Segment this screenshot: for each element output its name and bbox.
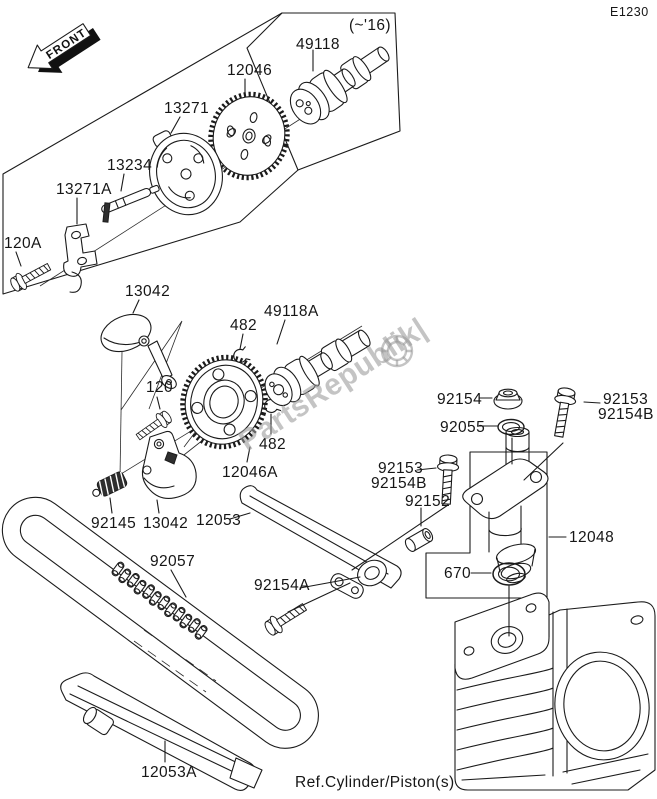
part-label-92154A: 92154A [254,577,310,594]
part-label-92153-right: 92153 [603,391,648,408]
part-label-13271: 13271 [164,100,209,117]
part-label-92153-left: 92153 [378,460,423,477]
part-label-49118: 49118 [296,36,340,53]
front-arrow: FRONT [27,23,101,73]
part-label-482-upper: 482 [230,317,257,334]
cylinder-reference-drawing [454,592,656,791]
part-label-92154: 92154 [437,391,482,408]
variant-note-label: (~'16) [349,17,391,34]
part-label-13042-lower: 13042 [143,515,188,532]
bushing-92152-drawing [404,528,434,552]
arm-13042-lower-drawing [141,430,197,499]
spring-92145-drawing [92,471,128,498]
part-label-12053: 12053 [196,512,241,529]
nut-92154-drawing [493,388,523,410]
chain-guide-12053A-drawing [60,672,263,792]
part-label-12053A: 12053A [141,764,197,781]
part-label-120A: 120A [4,235,42,252]
part-label-12048: 12048 [569,529,614,546]
part-labels: E1230 (~'16) 49118 12046 13271 13234 132… [4,5,654,791]
bolt-120A-drawing [7,258,54,295]
part-label-120: 120 [146,379,173,396]
tensioner-12048-drawing [462,426,549,584]
arm-13042-upper-drawing [100,313,177,389]
leader-lines [15,49,601,781]
reference-note-label: Ref.Cylinder/Piston(s) [295,774,455,791]
part-label-92057: 92057 [150,553,195,570]
part-label-13271A: 13271A [56,181,112,198]
part-label-13042-upper: 13042 [125,283,170,300]
page-code: E1230 [610,5,649,19]
part-label-12046A: 12046A [222,464,278,481]
bolt-92153-right-drawing [547,385,579,439]
camshaft-49118-drawing [289,46,390,125]
part-label-12046: 12046 [227,62,272,79]
part-label-482-lower: 482 [259,436,286,453]
sprocket-12046-drawing [208,91,290,181]
part-label-670: 670 [444,565,471,582]
oring-670-drawing [492,562,526,586]
watermark-logo-icon [380,334,414,368]
part-label-92152: 92152 [405,493,450,510]
pin-13234-drawing [101,184,160,223]
sprocket-12046A-drawing [180,354,268,450]
part-label-92145: 92145 [91,515,136,532]
oring-92055-drawing [497,418,525,436]
perspective-frame-lines [2,12,548,599]
part-label-13234: 13234 [107,157,152,174]
advancer-13271-drawing [149,130,223,216]
part-label-92154B-left: 92154B [371,475,427,492]
cam-chain-92057-drawing [1,496,319,749]
part-label-49118A: 49118A [264,303,319,320]
camshaft-49118A-drawing [264,329,371,407]
part-label-92154B-right: 92154B [598,406,654,423]
bracket-13271A-drawing [63,223,98,293]
part-label-92055: 92055 [440,419,485,436]
chain-guide-12053-drawing [239,485,402,599]
